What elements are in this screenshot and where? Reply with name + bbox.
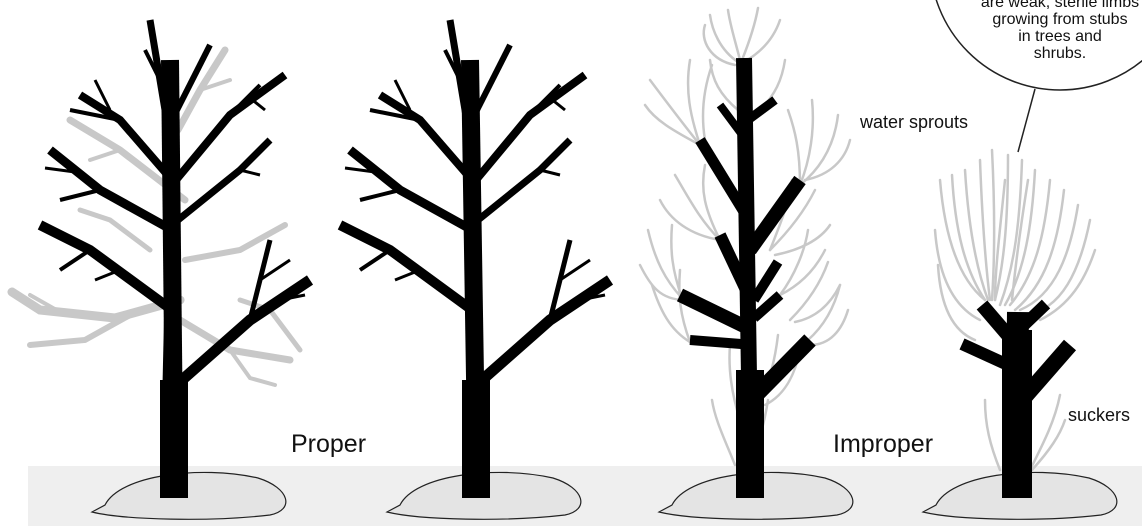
remaining-branches bbox=[40, 20, 310, 498]
improper-label: Improper bbox=[833, 430, 933, 459]
remaining-branches bbox=[340, 20, 610, 498]
callout-text: are weak, sterile limbs growing from stu… bbox=[936, 0, 1142, 62]
proper-label: Proper bbox=[291, 430, 366, 459]
callout-line: in trees and bbox=[936, 28, 1142, 45]
tree-2-proper bbox=[340, 20, 610, 519]
water-sprouts-label: water sprouts bbox=[860, 112, 968, 133]
callout-line: shrubs. bbox=[936, 45, 1142, 62]
tree-1-proper-with-removed-branches bbox=[12, 20, 310, 519]
tree-4-improper-suckers bbox=[923, 150, 1117, 519]
tree-3-improper-water-sprouts bbox=[640, 8, 853, 519]
callout-pointer bbox=[1018, 89, 1035, 152]
suckers-label: suckers bbox=[1068, 405, 1130, 426]
callout-line: growing from stubs bbox=[936, 11, 1142, 28]
callout-line: are weak, sterile limbs bbox=[936, 0, 1142, 11]
